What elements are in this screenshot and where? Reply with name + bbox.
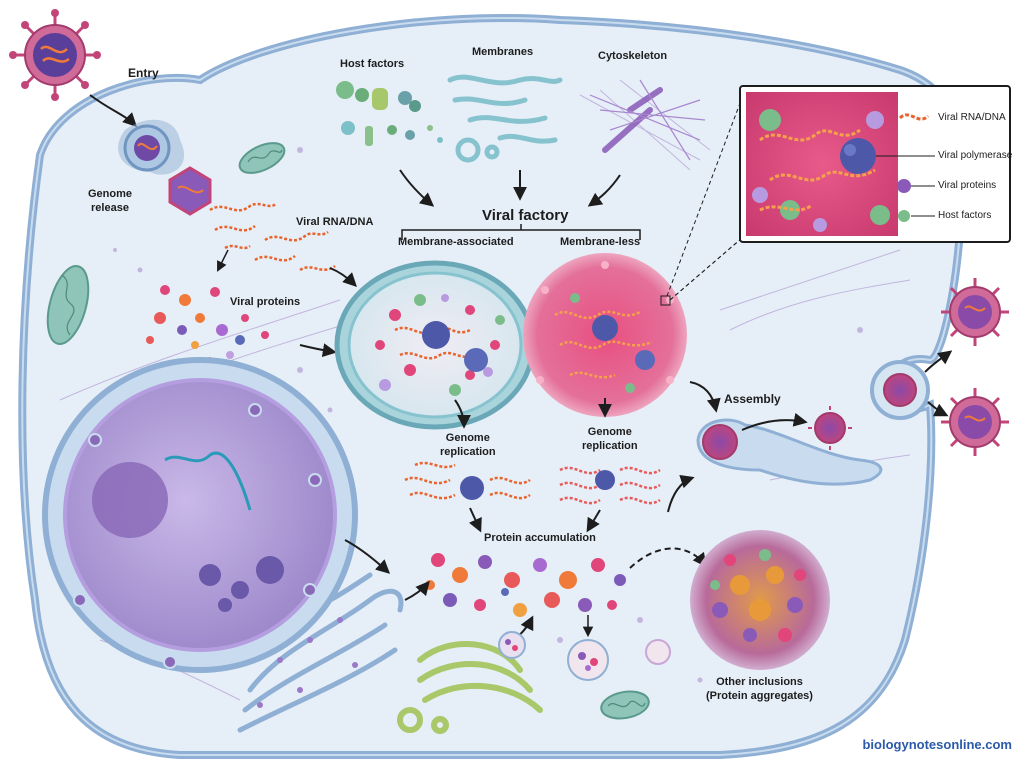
label-other-inclusions-text: Other inclusions (Protein aggregates) bbox=[706, 676, 813, 702]
label-genome-replication-right-text: Genome replication bbox=[582, 426, 638, 452]
protein-aggregate bbox=[690, 530, 830, 670]
cytoskeleton-cluster bbox=[589, 79, 706, 161]
inset-label-viral-proteins: Viral proteins bbox=[938, 180, 997, 191]
viral-proteins-cluster bbox=[146, 285, 269, 363]
genome-replication-left bbox=[404, 461, 531, 500]
virus-entering bbox=[9, 9, 101, 101]
membranes-cluster bbox=[447, 74, 563, 163]
endosome bbox=[118, 119, 185, 175]
label-cytoskeleton: Cytoskeleton bbox=[598, 50, 668, 62]
label-genome-replication-left: Genome replication bbox=[440, 432, 496, 460]
label-genome-release-text: Genome release bbox=[88, 188, 133, 214]
label-genome-replication-right: Genome replication bbox=[582, 426, 638, 454]
watermark: biologynotesonline.com bbox=[862, 737, 1012, 752]
inset-label-viral-polymerase: Viral polymerase bbox=[938, 150, 1013, 161]
genome-replication-right bbox=[559, 466, 661, 505]
endoplasmic-reticulum bbox=[237, 572, 404, 733]
released-virion-bottom bbox=[941, 388, 1009, 456]
label-genome-release: Genome release bbox=[88, 188, 132, 216]
label-assembly: Assembly bbox=[724, 392, 781, 406]
assembly-membrane bbox=[696, 406, 883, 486]
label-membrane-associated: Membrane-associated bbox=[398, 236, 514, 248]
membrane-associated-factory bbox=[334, 260, 536, 430]
released-virion-top bbox=[941, 278, 1009, 346]
budding-virion bbox=[870, 360, 930, 420]
viral-factory-bracket bbox=[401, 224, 641, 240]
label-other-inclusions: Other inclusions (Protein aggregates) bbox=[706, 676, 813, 704]
membrane-less-factory bbox=[523, 253, 687, 417]
label-viral-rna-dna: Viral RNA/DNA bbox=[296, 216, 374, 228]
label-viral-factory: Viral factory bbox=[482, 207, 569, 224]
label-host-factors: Host factors bbox=[340, 58, 405, 70]
inset-zoom bbox=[739, 85, 1011, 243]
inclusion-vesicle bbox=[567, 639, 609, 681]
label-viral-proteins: Viral proteins bbox=[230, 296, 301, 308]
label-genome-replication-left-text: Genome replication bbox=[440, 432, 496, 458]
label-membranes: Membranes bbox=[472, 46, 534, 58]
protein-accumulation-cluster bbox=[425, 553, 626, 617]
label-membrane-less: Membrane-less bbox=[560, 236, 641, 248]
label-protein-accumulation: Protein accumulation bbox=[484, 532, 596, 544]
label-entry: Entry bbox=[128, 66, 159, 80]
protein-vesicle bbox=[498, 631, 526, 659]
host-factors-cluster bbox=[336, 81, 443, 146]
nucleus bbox=[42, 357, 358, 673]
inset-label-host-factors: Host factors bbox=[938, 210, 992, 221]
inset-label-viral-rna-dna: Viral RNA/DNA bbox=[938, 112, 1006, 123]
uncoating-capsid bbox=[168, 166, 212, 216]
golgi-apparatus bbox=[397, 641, 543, 734]
